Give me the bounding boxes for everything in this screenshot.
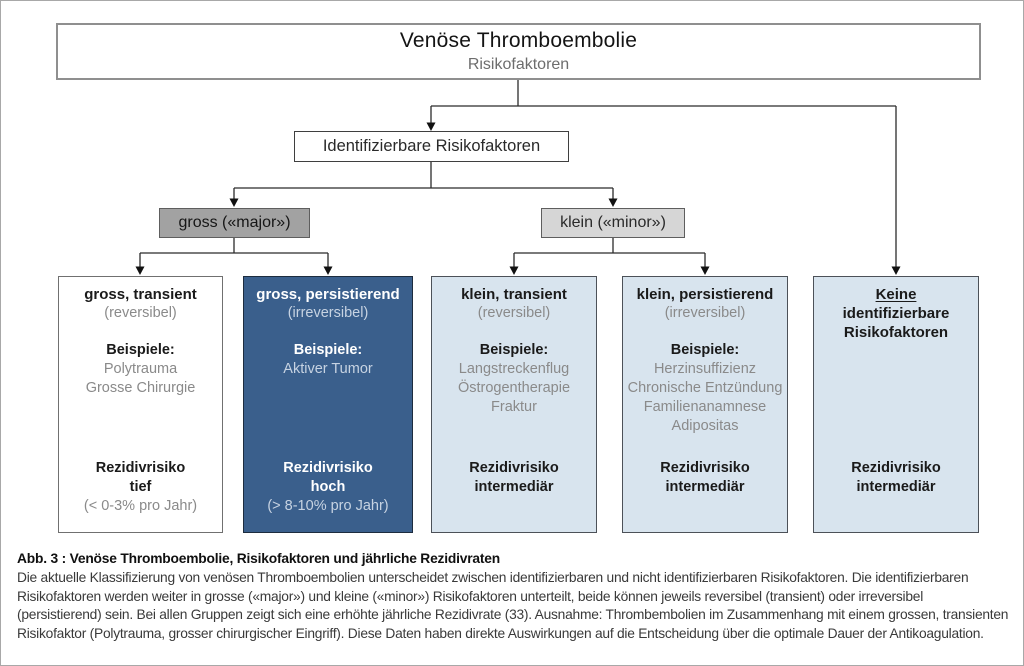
leaf-risk-block: Rezidivrisiko intermediär [816, 459, 976, 497]
examples-list: Langstreckenflug Östrogentherapie Fraktu… [457, 361, 571, 415]
leaf-title-block: Keine identifizierbare Risikofaktoren [816, 285, 976, 342]
risk-note: (> 8-10% pro Jahr) [267, 498, 389, 514]
leaf-title-block: gross, persistierend (irreversibel) [246, 285, 410, 323]
examples-label: Beispiele: [670, 342, 740, 358]
node-major: gross («major») [159, 208, 310, 238]
examples-list: Aktiver Tumor [283, 361, 373, 377]
node-gross-transient: gross, transient (reversibel) Beispiele:… [58, 276, 223, 533]
leaf-title: klein, persistierend [636, 286, 774, 303]
leaf-examples-block: Beispiele: Polytrauma Grosse Chirurgie [61, 341, 220, 398]
leaf-title-block: klein, transient (reversibel) [434, 285, 594, 323]
risk-note: (< 0-3% pro Jahr) [83, 498, 198, 514]
leaf-subtitle: (reversibel) [477, 305, 551, 321]
risk-level: Rezidivrisiko hoch [283, 460, 373, 495]
node-identifiable-riskfactors: Identifizierbare Risikofaktoren [294, 131, 569, 162]
leaf-title: gross, transient [84, 286, 197, 303]
leaf-title: klein, transient [461, 286, 567, 303]
leaf-subtitle: (reversibel) [104, 305, 177, 321]
examples-label: Beispiele: [106, 342, 175, 358]
examples-list: Herzinsuffizienz Chronische Entzündung F… [627, 361, 783, 434]
leaf-subtitle: (irreversibel) [287, 305, 369, 321]
examples-label: Beispiele: [479, 342, 549, 358]
node-root: Venöse Thromboembolie Risikofaktoren [56, 23, 981, 80]
identifiable-label: Identifizierbare Risikofaktoren [322, 137, 541, 155]
leaf-risk-block: Rezidivrisiko intermediär [434, 459, 594, 497]
node-klein-transient: klein, transient (reversibel) Beispiele:… [431, 276, 597, 533]
leaf-examples-block: Beispiele: Aktiver Tumor [246, 341, 410, 379]
leaf-subtitle: (irreversibel) [664, 305, 746, 321]
root-title: Venöse Thromboembolie [399, 29, 638, 52]
leaf-examples-block: Beispiele: Herzinsuffizienz Chronische E… [625, 341, 785, 436]
leaf-title: gross, persistierend [256, 286, 400, 303]
leaf-title-line3: Risikofaktoren [843, 324, 949, 341]
risk-level: Rezidivrisiko intermediär [469, 460, 559, 495]
leaf-examples-block: Beispiele: Langstreckenflug Östrogenther… [434, 341, 594, 417]
node-keine-riskfactors: Keine identifizierbare Risikofaktoren Re… [813, 276, 979, 533]
leaf-title-block: gross, transient (reversibel) [61, 285, 220, 323]
figure-caption: Abb. 3 : Venöse Thromboembolie, Risikofa… [17, 551, 1009, 643]
examples-list: Polytrauma Grosse Chirurgie [85, 361, 196, 396]
examples-label: Beispiele: [293, 342, 363, 358]
caption-title: Abb. 3 : Venöse Thromboembolie, Risikofa… [17, 551, 500, 566]
risk-level: Rezidivrisiko intermediär [851, 460, 941, 495]
node-klein-persistierend: klein, persistierend (irreversibel) Beis… [622, 276, 788, 533]
leaf-risk-block: Rezidivrisiko tief (< 0-3% pro Jahr) [61, 459, 220, 516]
node-minor: klein («minor») [541, 208, 685, 238]
root-subtitle: Risikofaktoren [467, 56, 570, 73]
node-gross-persistierend: gross, persistierend (irreversibel) Beis… [243, 276, 413, 533]
leaf-title-block: klein, persistierend (irreversibel) [625, 285, 785, 323]
leaf-title-line2: identifizierbare [842, 305, 950, 322]
risk-level: Rezidivrisiko tief [95, 460, 186, 495]
risk-level: Rezidivrisiko intermediär [660, 460, 750, 495]
leaf-risk-block: Rezidivrisiko hoch (> 8-10% pro Jahr) [246, 459, 410, 516]
leaf-title-keine: Keine [875, 286, 917, 303]
caption-body: Die aktuelle Klassifizierung von venösen… [17, 570, 1009, 641]
minor-label: klein («minor») [560, 214, 666, 231]
major-label: gross («major») [178, 214, 291, 231]
leaf-risk-block: Rezidivrisiko intermediär [625, 459, 785, 497]
